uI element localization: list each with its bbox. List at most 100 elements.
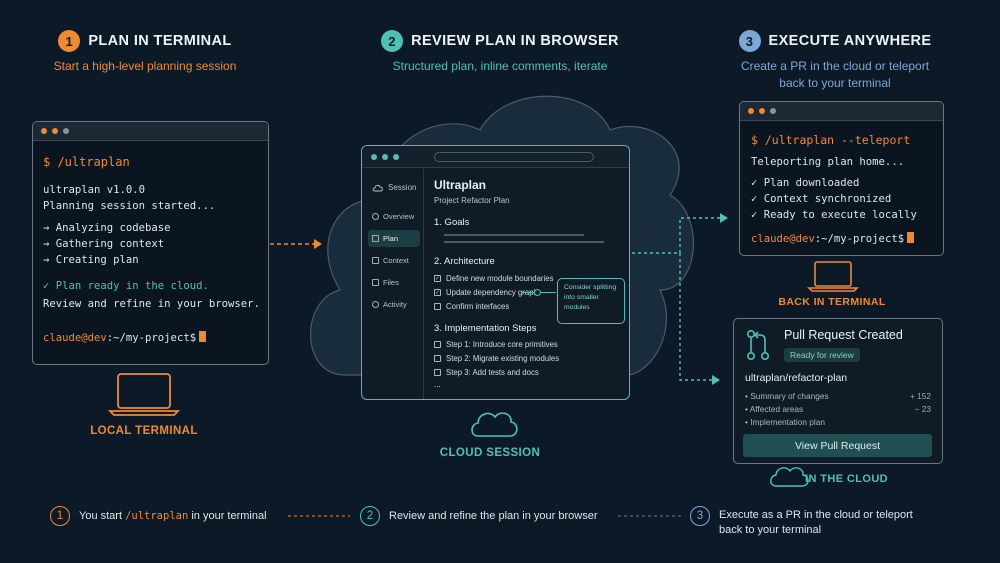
plan-subtitle: Project Refactor Plan [434,196,510,205]
teleport-shell: claude@dev:~/my-project$ [751,232,915,245]
cloud-icon [372,184,383,191]
step-2-header: 2 REVIEW PLAN IN BROWSER Structured plan… [340,30,660,75]
step-1-header: 1 PLAN IN TERMINAL Start a high-level pl… [0,30,290,75]
local-terminal-caption: LOCAL TERMINAL [90,425,198,437]
pr-row: • Implementation plan [745,417,931,427]
cloud-session-caption: CLOUD SESSION [439,447,541,459]
sidebar-item-context[interactable]: Context [368,252,420,269]
local-shell: claude@dev:~/my-project$ [43,331,207,344]
goals-placeholder-line [444,234,584,236]
pr-row: • Summary of changes + 152 [745,391,931,401]
sidebar-item-label: Files [383,278,399,287]
sidebar-item-label: Context [383,256,409,265]
checkbox-icon[interactable] [434,303,441,310]
impl-item-1[interactable]: Step 1: Introduce core primitives [434,340,558,349]
local-started: Planning session started... [43,200,216,212]
teleport-terminal-titlebar [740,102,943,121]
browser-titlebar [362,146,629,168]
window-dot-icon [759,108,765,114]
local-shell-path: :~/my-project$ [106,332,197,344]
window-dot-icon [41,128,47,134]
comment-line-1: Consider splitting [564,284,617,291]
teleport-item-1: ✓ Plan downloaded [751,177,860,189]
files-icon [372,279,379,286]
teleport-prompt: $ /ultraplan --teleport [751,133,911,147]
pr-row-label: • Implementation plan [745,417,825,427]
checkbox-icon[interactable] [434,355,441,362]
pr-row-label-text: Affected areas [749,404,804,414]
pull-request-card: Pull Request Created Ready for review ul… [733,318,943,464]
teleport-shell-user: claude@dev [751,233,815,245]
cloud-icon-session [471,412,518,437]
pr-row-label: • Affected areas [745,404,804,414]
sidebar-item-overview[interactable]: Overview [368,208,420,225]
local-task-2: → Gathering context [43,238,165,250]
comment-line-3: modules [564,304,590,311]
laptop-icon-local [107,373,181,416]
address-bar[interactable] [434,151,594,162]
cloud-icon-in-cloud [770,467,809,487]
legend-text-3: Execute as a PR in the cloud or teleport… [719,508,913,538]
step-1-title: PLAN IN TERMINAL [88,33,232,49]
sidebar-item-plan[interactable]: Plan [368,230,420,247]
inline-comment[interactable]: Consider splitting into smaller modules [557,278,625,324]
step-2-title: REVIEW PLAN IN BROWSER [411,33,619,49]
laptop-icon-teleport [807,261,859,292]
teleport-item-2: ✓ Context synchronized [751,193,892,205]
legend-item-1: 1 You start /ultraplan in your terminal [50,506,267,526]
impl-item-2[interactable]: Step 2: Migrate existing modules [434,354,559,363]
arch-item-1[interactable]: ✓Define new module boundaries [434,274,554,283]
window-dot-icon [52,128,58,134]
legend-item-3: 3 Execute as a PR in the cloud or telepo… [690,506,913,538]
arch-item-3[interactable]: Confirm interfaces [434,302,509,311]
impl-ellipsis: ... [434,380,441,389]
pr-row-value: + 152 [910,391,931,401]
local-terminal-titlebar [33,122,268,141]
local-task-3: → Creating plan [43,254,139,266]
legend-number-1: 1 [50,506,70,526]
sidebar-item-label: Activity [383,300,407,309]
browser-sidebar: Session Overview Plan Context Files Acti… [362,169,424,399]
step-2-subtitle: Structured plan, inline comments, iterat… [392,59,608,73]
pr-row-label: • Summary of changes [745,391,829,401]
teleport-shell-path: :~/my-project$ [814,233,905,245]
comment-line-2: into smaller [564,294,599,301]
in-the-cloud-caption: IN THE CLOUD [805,473,889,485]
step-3-title: EXECUTE ANYWHERE [768,33,932,49]
window-dot-icon [770,108,776,114]
local-version: ultraplan v1.0.0 [43,184,146,196]
step-1-number: 1 [58,30,81,52]
sidebar-item-label: Overview [383,212,415,221]
step-1-subtitle: Start a high-level planning session [53,59,237,73]
sidebar-item-files[interactable]: Files [368,274,420,291]
pr-title: Pull Request Created [784,328,903,342]
pr-status-badge: Ready for review [784,348,860,362]
pr-row-label-text: Implementation plan [750,417,825,427]
pr-row-value: − 23 [914,404,931,414]
sidebar-item-activity[interactable]: Activity [368,296,420,313]
pr-row: • Affected areas − 23 [745,404,931,414]
local-review: Review and refine in your browser. [43,298,260,310]
plan-title: Ultraplan [434,178,487,192]
implementation-heading: 3. Implementation Steps [434,323,537,334]
checkbox-checked-icon[interactable]: ✓ [434,289,441,296]
cursor-icon [907,232,915,243]
arch-item-2[interactable]: ✓Update dependency graph [434,288,538,297]
step-3-number: 3 [738,30,761,52]
checkbox-icon[interactable] [434,369,441,376]
legend-text-1-pre: You start [79,510,123,522]
window-dot-icon [382,153,388,160]
back-in-terminal-caption: BACK IN TERMINAL [778,296,886,308]
legend-text-2: Review and refine the plan in your brows… [389,510,598,522]
arrow-head-teal-top [720,213,728,223]
legend-number-2: 2 [360,506,380,526]
teleport-item-3: ✓ Ready to execute locally [751,209,917,221]
checkbox-checked-icon[interactable]: ✓ [434,275,441,282]
step-2-number: 2 [381,30,404,52]
view-pull-request-button[interactable]: View Pull Request [743,434,932,457]
window-dot-icon [63,128,69,134]
arrow-head-orange [314,239,322,249]
checkbox-icon[interactable] [434,341,441,348]
impl-item-3[interactable]: Step 3: Add tests and docs [434,368,539,377]
impl-item-label: Step 3: Add tests and docs [446,368,539,377]
